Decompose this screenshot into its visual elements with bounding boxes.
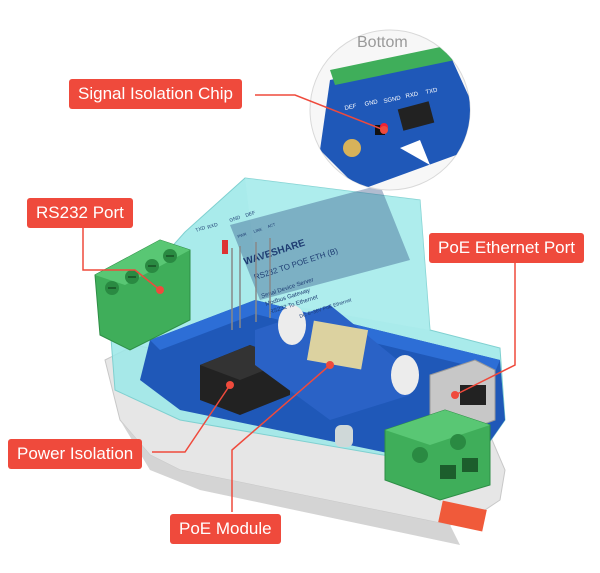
pin-label-def: DEF xyxy=(245,210,256,219)
leader-lines xyxy=(82,94,516,512)
leader-dots xyxy=(156,126,459,399)
callout-power-isolation: Power Isolation xyxy=(8,439,143,469)
led-label-pwr: PWR xyxy=(237,231,248,239)
power-terminal-block xyxy=(384,409,491,501)
front-label-panel: WAVESHARE RS232 TO POE ETH (B) Serial De… xyxy=(195,185,410,330)
callout-poe-ethernet-port: PoE Ethernet Port xyxy=(429,233,585,263)
callout-signal-isolation-chip: Signal Isolation Chip xyxy=(69,79,242,109)
bottom-pin-sgnd: SGND xyxy=(383,95,402,105)
capacitor xyxy=(335,425,353,447)
leader-poe-module xyxy=(231,364,331,512)
rs232-terminal-block xyxy=(94,239,191,351)
bottom-pin-gnd: GND xyxy=(364,99,379,108)
led-label-link: LINK xyxy=(253,226,263,234)
led-label-act: ACT xyxy=(267,222,277,229)
callout-poe-module: PoE Module xyxy=(170,514,281,544)
bottom-view-inset: DEF GND SGND RXD TXD xyxy=(309,29,471,191)
bottom-pin-txd: TXD xyxy=(425,87,439,96)
bottom-pin-def: DEF xyxy=(344,104,357,112)
bottom-pin-rxd: RXD xyxy=(405,91,419,100)
leader-signal-isolation xyxy=(255,94,385,131)
leader-rs232 xyxy=(82,225,161,291)
leader-power-isolation xyxy=(152,384,231,453)
callout-rs232-port: RS232 Port xyxy=(27,198,133,228)
led-red xyxy=(222,240,228,254)
pin-label-rxd: RXD xyxy=(207,222,219,231)
pin-label-gnd: GND xyxy=(229,215,242,224)
leader-poe-ethernet xyxy=(454,260,516,396)
signal-isolation-chip xyxy=(397,101,435,131)
bottom-view-label: Bottom xyxy=(357,34,408,51)
pin-label-txd: TXD xyxy=(195,225,207,234)
